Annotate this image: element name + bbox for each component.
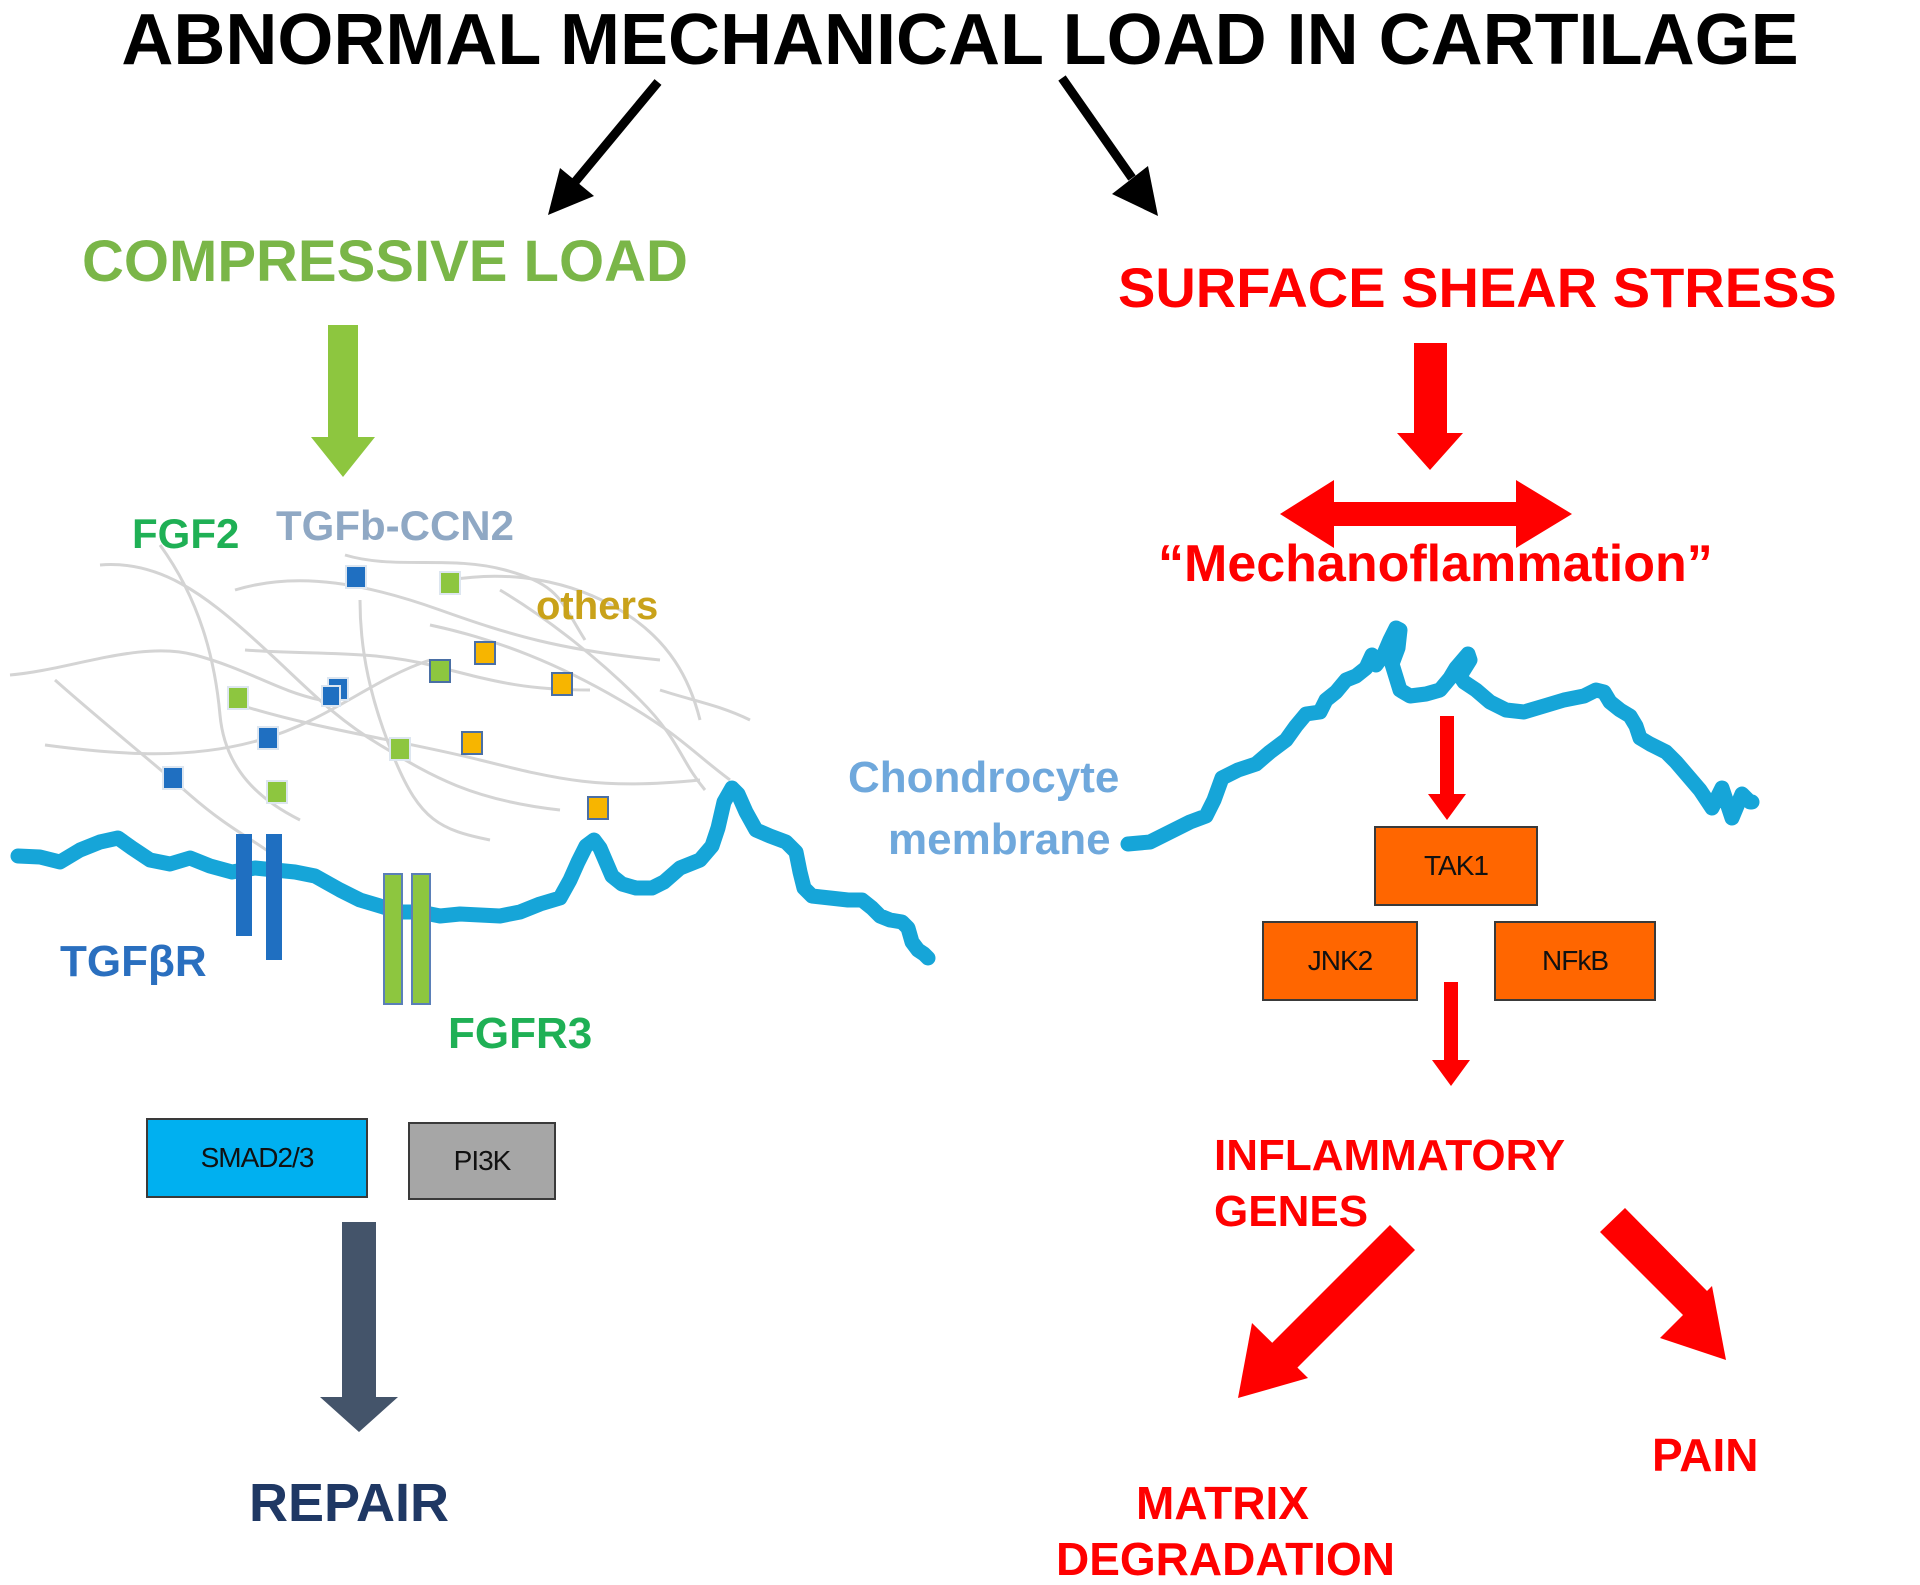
matrix-degradation-line2: DEGRADATION — [1056, 1533, 1396, 1585]
tgfb-square — [345, 565, 367, 589]
fgf-square — [439, 571, 461, 595]
pi3k-box: PI3K — [408, 1122, 556, 1200]
tgfbr-receptor — [236, 834, 282, 960]
nfkb-box: NFkB — [1494, 921, 1656, 1001]
membrane-label-line2: membrane — [888, 815, 1111, 864]
smad-box: SMAD2/3 — [146, 1118, 368, 1198]
tgfb-square — [321, 685, 341, 707]
tgfbr-label: TGFβR — [60, 937, 207, 986]
growth-factor-squares — [162, 565, 609, 820]
tgfb-square — [162, 766, 184, 790]
tgfb-square — [257, 726, 279, 750]
fgf-square — [389, 737, 411, 761]
fgfr3-receptor — [383, 873, 431, 1005]
pain-label: PAIN — [1652, 1429, 1759, 1481]
other-square — [587, 796, 609, 820]
fgf2-label: FGF2 — [132, 510, 240, 557]
membrane-label-line1: Chondrocyte — [848, 753, 1120, 802]
matrix-degradation-line1: MATRIX — [1136, 1477, 1309, 1529]
shear-down-arrow — [1397, 343, 1463, 470]
other-square — [461, 731, 483, 755]
matrix-degradation-arrow — [1238, 1225, 1415, 1398]
compressive-load-heading: COMPRESSIVE LOAD — [82, 229, 688, 294]
pain-arrow — [1600, 1208, 1726, 1360]
membrane-left — [10, 780, 936, 966]
title-left-arrow — [548, 79, 662, 215]
repair-label: REPAIR — [249, 1473, 450, 1533]
surface-shear-stress-heading: SURFACE SHEAR STRESS — [1118, 256, 1837, 319]
inflammatory-genes-line2: GENES — [1214, 1187, 1369, 1236]
title-right-arrow — [1058, 75, 1158, 216]
other-square — [551, 672, 573, 696]
genes-arrow — [1432, 982, 1470, 1086]
inflammatory-genes-line1: INFLAMMATORY — [1214, 1131, 1566, 1180]
tgfb-ccn2-label: TGFb-CCN2 — [276, 502, 514, 549]
fgf-square — [266, 780, 288, 804]
fgf-square — [429, 659, 451, 683]
fgfr3-label: FGFR3 — [448, 1009, 593, 1058]
repair-down-arrow — [320, 1222, 398, 1432]
tak1-box: TAK1 — [1374, 826, 1538, 906]
diagram-title: ABNORMAL MECHANICAL LOAD IN CARTILAGE — [121, 0, 1799, 80]
other-square — [474, 641, 496, 665]
tak1-arrow — [1428, 716, 1466, 820]
jnk2-box: JNK2 — [1262, 921, 1418, 1001]
others-label: others — [536, 584, 659, 628]
compressive-down-arrow — [311, 325, 375, 477]
membrane-right — [1120, 620, 1760, 852]
shear-double-arrow — [1280, 480, 1572, 548]
mechanoflammation-label: “Mechanoflammation” — [1158, 535, 1713, 593]
fgf-square — [227, 686, 249, 710]
